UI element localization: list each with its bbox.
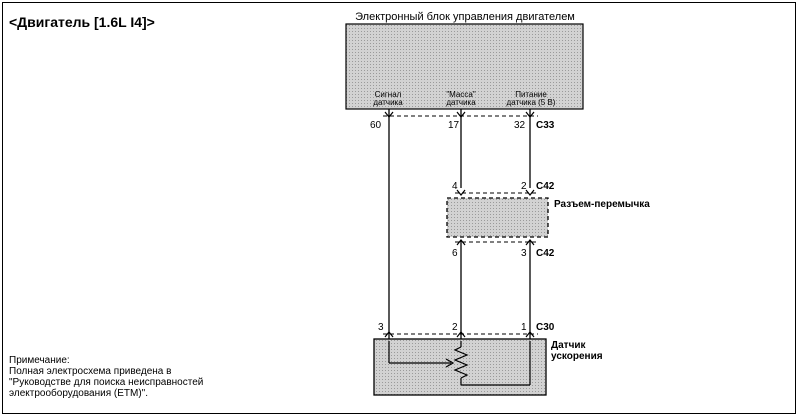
wires <box>388 109 531 341</box>
connector-c42-top-label: C42 <box>536 181 555 192</box>
connector-c33: 60 17 32 C33 <box>370 111 555 131</box>
sensor-label-2: ускорения <box>551 351 603 362</box>
page-title: <Двигатель [1.6L I4]> <box>9 14 155 30</box>
sensor-pin-2: 2 <box>452 322 458 333</box>
note-block: Примечание: Полная электросхема приведен… <box>9 355 203 399</box>
sensor-label-1: Датчик <box>551 340 587 351</box>
potentiometer-wiper-arrow <box>445 358 455 368</box>
note-heading: Примечание: <box>9 355 70 366</box>
connector-c42-top-terminals <box>456 189 535 196</box>
ecm-pin-label-power-2: датчика (5 В) <box>507 98 556 107</box>
note-line-3: электрооборудования (ETM)". <box>9 388 148 399</box>
ecm-box <box>345 23 584 110</box>
connector-c30: 3 2 1 C30 <box>378 322 555 338</box>
sensor-box <box>373 338 547 396</box>
ecm-pin-label-ground-2: датчика <box>446 98 476 107</box>
connector-c42-bottom-terminals <box>456 239 535 246</box>
ecm-pin-label-signal-1: Сигнал <box>375 90 402 99</box>
potentiometer-symbol <box>388 341 531 386</box>
jumper-pin-2: 2 <box>521 181 527 192</box>
resistor-zigzag <box>453 346 469 379</box>
connector-c42-bottom-label: C42 <box>536 248 555 259</box>
jumper-label: Разъем-перемычка <box>554 199 650 210</box>
ecm-pin-32: 32 <box>514 120 526 131</box>
ecm-pin-label-ground-1: "Масса" <box>446 90 475 99</box>
connector-c30-label: C30 <box>536 322 555 333</box>
connector-c33-terminals <box>384 111 535 118</box>
ecm-title: Электронный блок управления двигателем <box>355 11 575 23</box>
diagram-frame <box>2 2 796 414</box>
connector-c42-top: 4 2 C42 <box>452 181 555 196</box>
jumper-pin-4: 4 <box>452 181 458 192</box>
note-line-1: Полная электросхема приведена в <box>9 366 172 377</box>
connector-c33-label: C33 <box>536 120 555 131</box>
ecm-pin-labels: Сигнал датчика "Масса" датчика Питание д… <box>373 90 555 107</box>
ecm-pin-17: 17 <box>448 120 460 131</box>
jumper-pin-3: 3 <box>521 248 527 259</box>
jumper-pin-6: 6 <box>452 248 458 259</box>
note-line-2: "Руководстве для поиска неисправностей <box>9 377 204 388</box>
jumper-connector-box <box>446 197 549 238</box>
ecm-pin-60: 60 <box>370 120 382 131</box>
ecm-pin-label-power-1: Питание <box>515 90 547 99</box>
sensor-pin-3: 3 <box>378 322 384 333</box>
ecm-pin-label-signal-2: датчика <box>373 98 403 107</box>
connector-c42-bottom: 6 3 C42 <box>452 239 555 259</box>
sensor-pin-1: 1 <box>521 322 527 333</box>
connector-c30-terminals <box>384 331 535 338</box>
